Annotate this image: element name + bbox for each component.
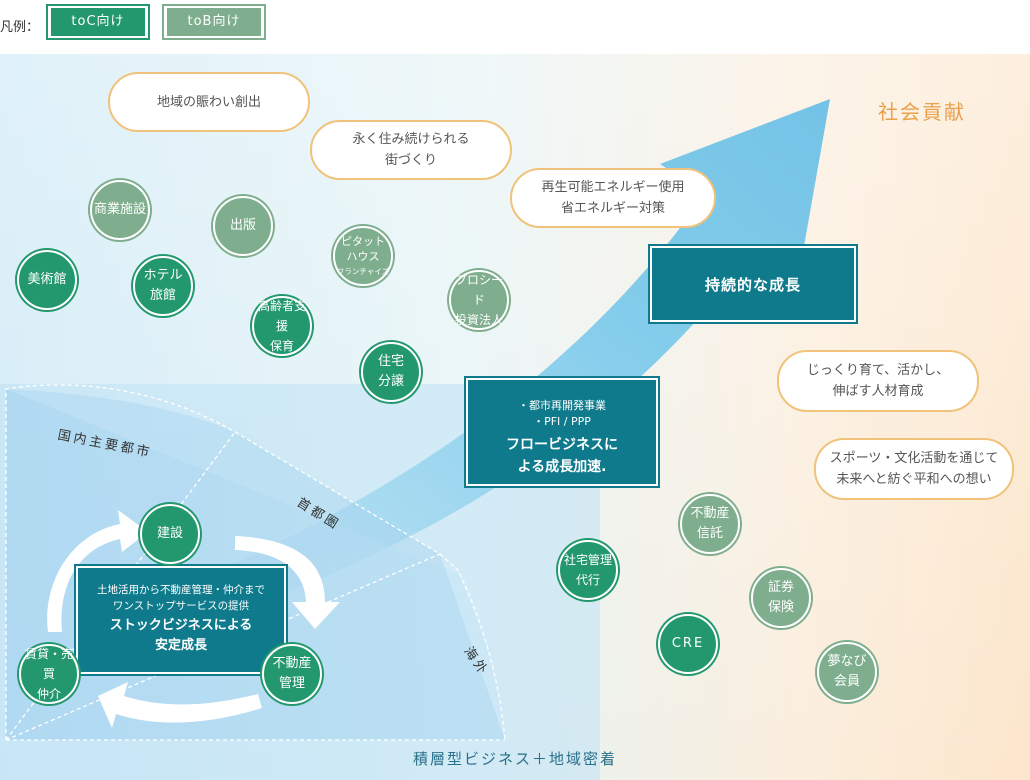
circle-hotel-inn: ホテル 旅館 [133,256,193,316]
goal-label: 社会貢献 [878,100,966,124]
flow-item-pfi: ・PFI / PPP [533,415,591,428]
circle-museum: 美術館 [17,250,77,310]
bottom-caption: 積層型ビジネス＋地域密着 [412,750,617,768]
circle-elderly-care: 高齢者支援 保育 [252,296,312,356]
pill-long-living-town: 永く住み続けられる 街づくり [310,120,512,180]
stock-title-line2: 安定成長 [154,638,207,653]
flow-title-line1: フロービジネスに [506,437,618,453]
circle-prosheed: プロシード 投資法人 [449,270,509,330]
pill-talent-development: じっくり育て、活かし、 伸ばす人材育成 [777,350,979,412]
stock-business-box: 土地活用から不動産管理・仲介まで ワンストップサービスの提供 ストックビジネスに… [74,564,288,676]
circle-commercial: 商業施設 [90,180,150,240]
legend-tob: toB向け [162,4,266,40]
circle-property-management: 不動産 管理 [262,644,322,704]
circle-company-housing: 社宅管理 代行 [558,540,618,600]
circle-trust: 不動産 信託 [680,494,740,554]
pitat-line1: ピタット [341,234,385,248]
sustainable-growth-box: 持続的な成長 [648,244,858,324]
pitat-line3: フランチャイズ [336,266,390,276]
pill-renewable-energy: 再生可能エネルギー使用 省エネルギー対策 [510,168,716,228]
legend-title: 凡例： [0,20,40,35]
legend-tob-label: toB向け [167,8,261,36]
stock-desc-line1: 土地活用から不動産管理・仲介まで [97,584,265,596]
legend-toc: toC向け [46,4,150,40]
circle-leasing-brokerage: 賃貸・売買 仲介 [19,644,79,704]
pitat-line2: ハウス [346,249,380,263]
sustainable-growth-label: 持続的な成長 [704,275,801,294]
diagram-area: 社会貢献 地域の賑わい創出 永く住み続けられる 街づくり 再生可能エネルギー使用… [0,54,1030,780]
circle-publishing: 出版 [213,196,273,256]
circle-cre: CRE [658,614,718,674]
legend-toc-label: toC向け [51,8,145,36]
pill-sports-culture: スポーツ・文化活動を通じて 未来へと紡ぐ平和への想い [814,438,1014,500]
flow-business-box: ・都市再開発事業 ・PFI / PPP フロービジネスに よる成長加速. [464,376,660,488]
circle-pitat-house: ピタット ハウス フランチャイズ [333,226,393,286]
stock-title-line1: ストックビジネスによる [109,618,253,633]
circle-construction: 建設 [140,504,200,564]
flow-item-redevelopment: ・都市再開発事業 [518,399,606,412]
stock-desc-line2: ワンストップサービスの提供 [112,600,250,612]
circle-yumenavi: 夢なび 会員 [817,642,877,702]
circle-securities: 証券 保険 [751,568,811,628]
flow-title-line2: よる成長加速. [517,459,607,475]
circle-housing-sales: 住宅 分譲 [361,342,421,402]
pill-community-vitality: 地域の賑わい創出 [108,72,310,132]
